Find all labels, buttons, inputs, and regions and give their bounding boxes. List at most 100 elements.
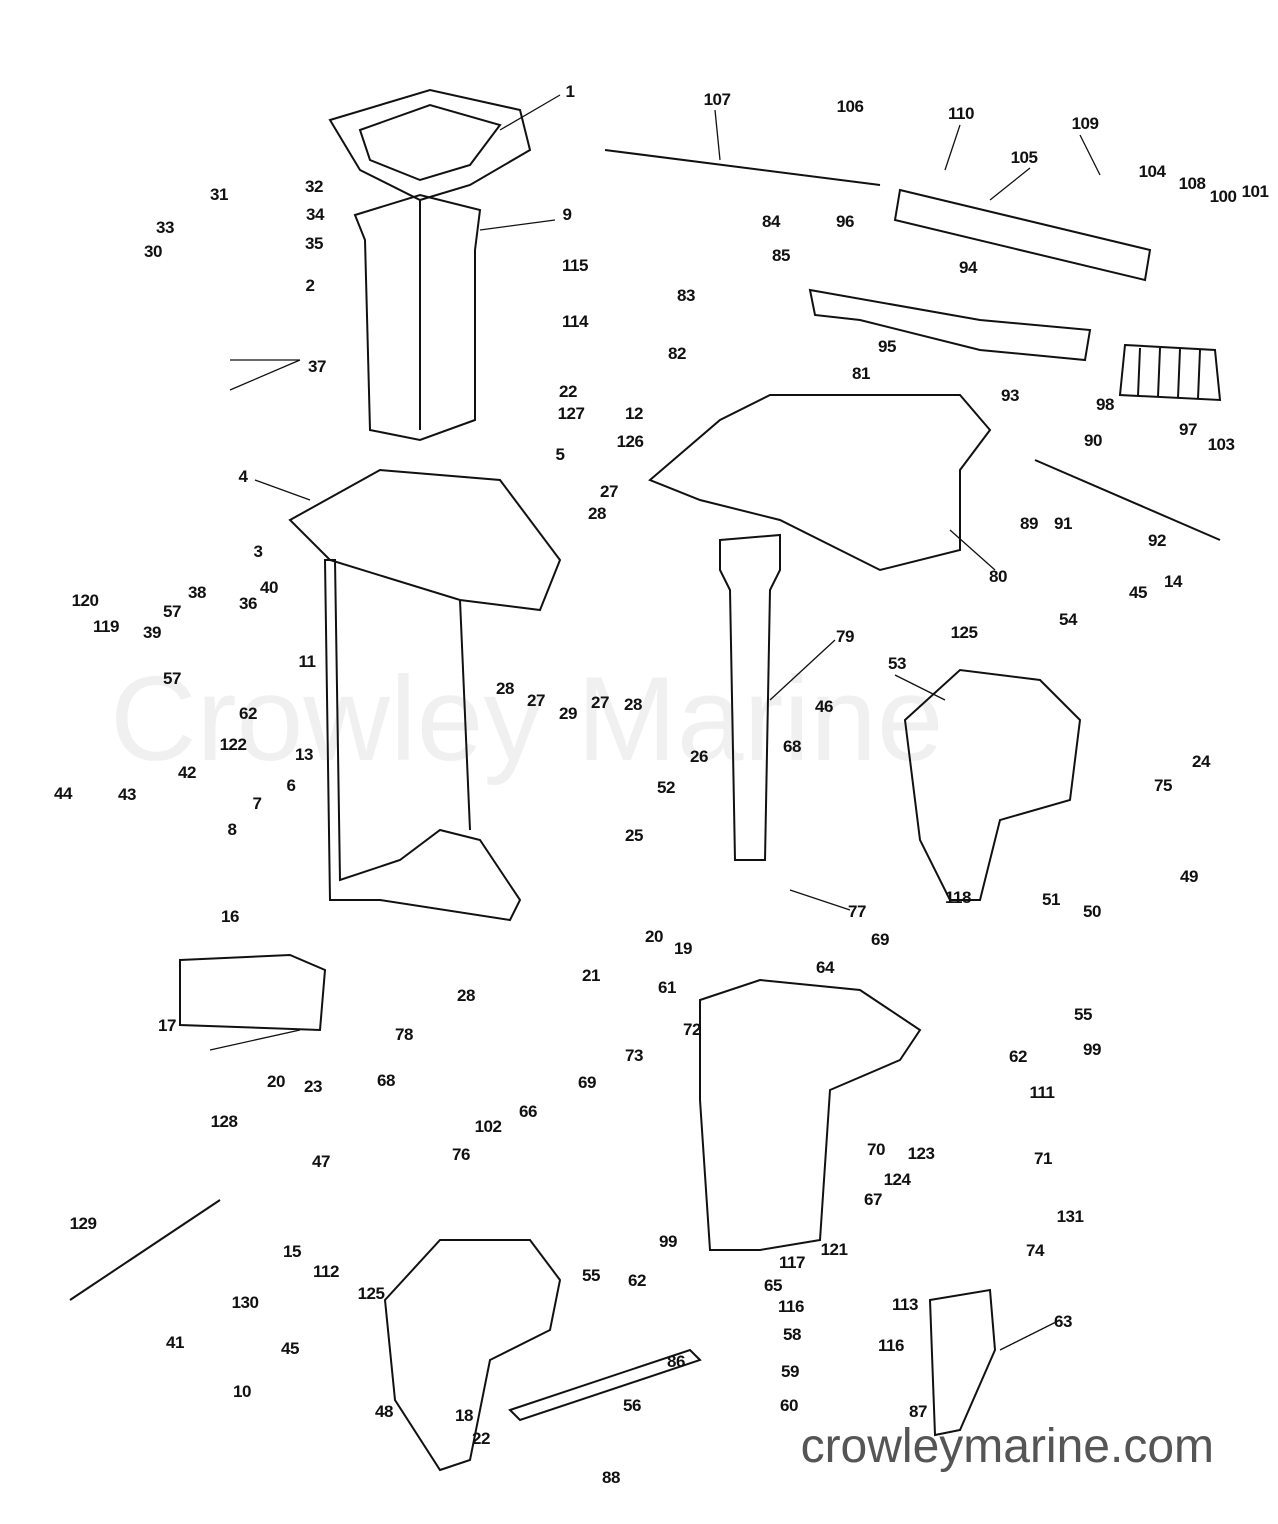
throttle-lever-part — [893, 188, 1152, 282]
part-number-label: 11 — [298, 652, 316, 671]
part-number-label: 97 — [1179, 420, 1197, 439]
part-number-label: 15 — [283, 1242, 301, 1261]
part-number-label: 66 — [519, 1102, 537, 1121]
tie-rod-part — [69, 1199, 221, 1301]
steering-tube-part — [719, 533, 781, 861]
part-number-label: 100 — [1209, 187, 1237, 206]
gasket-part — [328, 88, 532, 202]
part-number-label: 27 — [527, 691, 545, 710]
part-number-label: 57 — [163, 669, 181, 688]
exhaust-tube-part — [353, 193, 482, 442]
part-number-label: 94 — [959, 258, 977, 277]
part-number-label: 101 — [1241, 182, 1269, 201]
site-url: crowleymarine.com — [800, 1420, 1214, 1473]
part-number-label: 89 — [1020, 514, 1038, 533]
part-number-label: 33 — [156, 218, 174, 237]
part-number-label: 72 — [683, 1020, 701, 1039]
part-number-label: 80 — [989, 567, 1007, 586]
bracket-link-part — [508, 1348, 702, 1422]
part-number-label: 117 — [779, 1253, 805, 1272]
port-stern-bracket-part — [383, 1239, 562, 1472]
part-number-label: 79 — [836, 627, 854, 646]
part-number-label: 55 — [1074, 1005, 1092, 1024]
part-number-label: 114 — [562, 312, 588, 331]
part-number-label: 68 — [783, 737, 801, 756]
part-number-label: 87 — [909, 1402, 927, 1421]
part-number-label: 71 — [1034, 1149, 1052, 1168]
part-number-label: 55 — [582, 1266, 600, 1285]
choke-rod-part — [604, 149, 881, 186]
part-number-label: 20 — [267, 1072, 285, 1091]
part-number-label: 43 — [118, 785, 136, 804]
part-number-label: 2 — [305, 276, 315, 295]
part-number-label: 41 — [166, 1333, 184, 1352]
part-number-label: 40 — [260, 578, 278, 597]
part-number-label: 9 — [562, 205, 572, 224]
part-number-label: 95 — [878, 337, 896, 356]
part-number-label: 104 — [1138, 162, 1166, 181]
part-number-label: 78 — [395, 1025, 413, 1044]
part-number-label: 34 — [306, 205, 324, 224]
swivel-bracket-part — [648, 394, 992, 572]
part-number-label: 19 — [674, 939, 692, 958]
part-number-label: 16 — [221, 907, 239, 926]
part-number-label: 37 — [308, 357, 326, 376]
part-number-label: 47 — [312, 1152, 330, 1171]
part-number-label: 131 — [1056, 1207, 1084, 1226]
part-number-label: 42 — [178, 763, 196, 782]
part-number-label: 52 — [657, 778, 675, 797]
leader-lines — [209, 94, 1101, 1351]
part-number-label: 23 — [304, 1077, 322, 1096]
part-number-label: 125 — [950, 623, 978, 642]
part-number-label: 105 — [1010, 148, 1038, 167]
part-number-label: 64 — [816, 958, 834, 977]
part-number-label: 90 — [1084, 431, 1102, 450]
part-number-label: 86 — [667, 1352, 685, 1371]
part-number-label: 17 — [158, 1016, 176, 1035]
part-number-label: 3 — [253, 542, 263, 561]
part-number-label: 85 — [772, 246, 790, 265]
part-number-label: 28 — [588, 504, 606, 523]
swivel-housing-part — [699, 978, 922, 1251]
part-number-label: 60 — [780, 1396, 798, 1415]
part-number-label: 126 — [616, 432, 644, 451]
drive-shaft-housing-part — [323, 559, 522, 922]
part-number-label: 74 — [1026, 1241, 1044, 1260]
starboard-stern-bracket-part — [903, 668, 1082, 901]
part-number-label: 111 — [1029, 1083, 1056, 1102]
part-number-label: 8 — [227, 820, 237, 839]
part-number-label: 107 — [703, 90, 731, 109]
part-number-label: 91 — [1054, 514, 1072, 533]
part-number-label: 67 — [864, 1190, 882, 1209]
part-number-label: 102 — [474, 1117, 502, 1136]
part-number-label: 39 — [143, 623, 161, 642]
part-number-label: 24 — [1192, 752, 1210, 771]
part-number-label: 21 — [582, 966, 600, 985]
part-number-label: 62 — [1009, 1047, 1027, 1066]
part-number-label: 25 — [625, 826, 643, 845]
part-number-label: 14 — [1164, 572, 1182, 591]
part-number-label: 4 — [238, 467, 248, 486]
part-number-label: 31 — [210, 185, 228, 204]
part-number-label: 22 — [472, 1429, 490, 1448]
part-number-label: 76 — [452, 1145, 470, 1164]
part-number-label: 29 — [559, 704, 577, 723]
part-number-label: 99 — [1083, 1040, 1101, 1059]
part-number-label: 28 — [496, 679, 514, 698]
part-number-label: 18 — [455, 1406, 473, 1425]
adapter-plate-part — [288, 468, 562, 612]
part-number-label: 124 — [883, 1170, 911, 1189]
part-number-label: 44 — [54, 784, 72, 803]
part-number-label: 122 — [219, 735, 247, 754]
part-number-label: 116 — [778, 1297, 804, 1316]
part-number-label: 119 — [93, 617, 119, 636]
tiller-grip-part — [1118, 343, 1222, 402]
part-number-label: 70 — [867, 1140, 885, 1159]
part-number-label: 110 — [948, 104, 974, 123]
part-number-label: 75 — [1154, 776, 1172, 795]
part-number-label: 73 — [625, 1046, 643, 1065]
part-number-label: 62 — [628, 1271, 646, 1290]
part-number-label: 84 — [762, 212, 780, 231]
part-number-label: 5 — [555, 445, 565, 464]
